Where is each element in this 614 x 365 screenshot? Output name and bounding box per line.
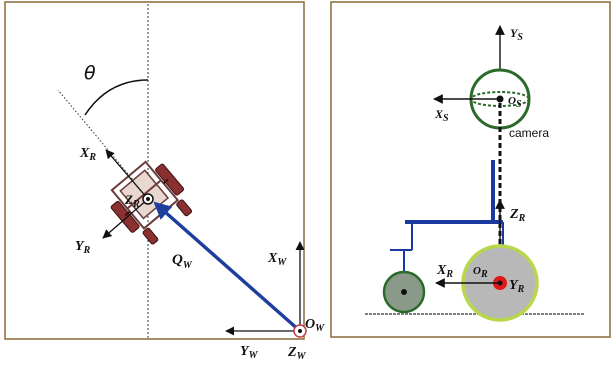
left-panel-frame: [4, 1, 305, 340]
robot-origin-label-side: OR: [473, 265, 488, 280]
robot-z-label: ZR: [124, 192, 140, 210]
right-panel-frame: [330, 1, 611, 338]
robot-y-label: YR: [75, 239, 91, 256]
wheelchair-frame: [390, 160, 504, 290]
position-vector-arrow: [153, 201, 302, 333]
robot-x-label-side: XR: [436, 263, 453, 280]
position-vector-label: QW: [172, 252, 193, 271]
sensor-x-label: XS: [434, 107, 449, 124]
camera-label: camera: [509, 126, 549, 140]
heading-reference-line: [57, 89, 149, 199]
theta-arc: [84, 79, 149, 116]
world-x-label: XW: [267, 251, 287, 268]
theta-label: θ: [84, 62, 96, 84]
left-panel: θ XR YR ZR QW XW: [4, 1, 325, 362]
sensor-origin-label: OS: [508, 95, 522, 110]
caster-wheel: [382, 270, 426, 314]
robot-x-label: XR: [79, 146, 96, 163]
world-z-label: ZW: [287, 345, 307, 362]
world-y-label: YW: [240, 344, 259, 361]
robot-x-axis-arrow: [105, 149, 149, 200]
sensor-y-label: YS: [510, 26, 523, 43]
right-panel: YS XS OS camera ZR XR OR YR: [330, 1, 611, 338]
robot-y-label-side: YR: [509, 278, 525, 295]
robot-y-axis-arrow: [102, 198, 149, 239]
world-origin-label: OW: [305, 317, 325, 334]
robot-z-label-side: ZR: [509, 207, 526, 224]
